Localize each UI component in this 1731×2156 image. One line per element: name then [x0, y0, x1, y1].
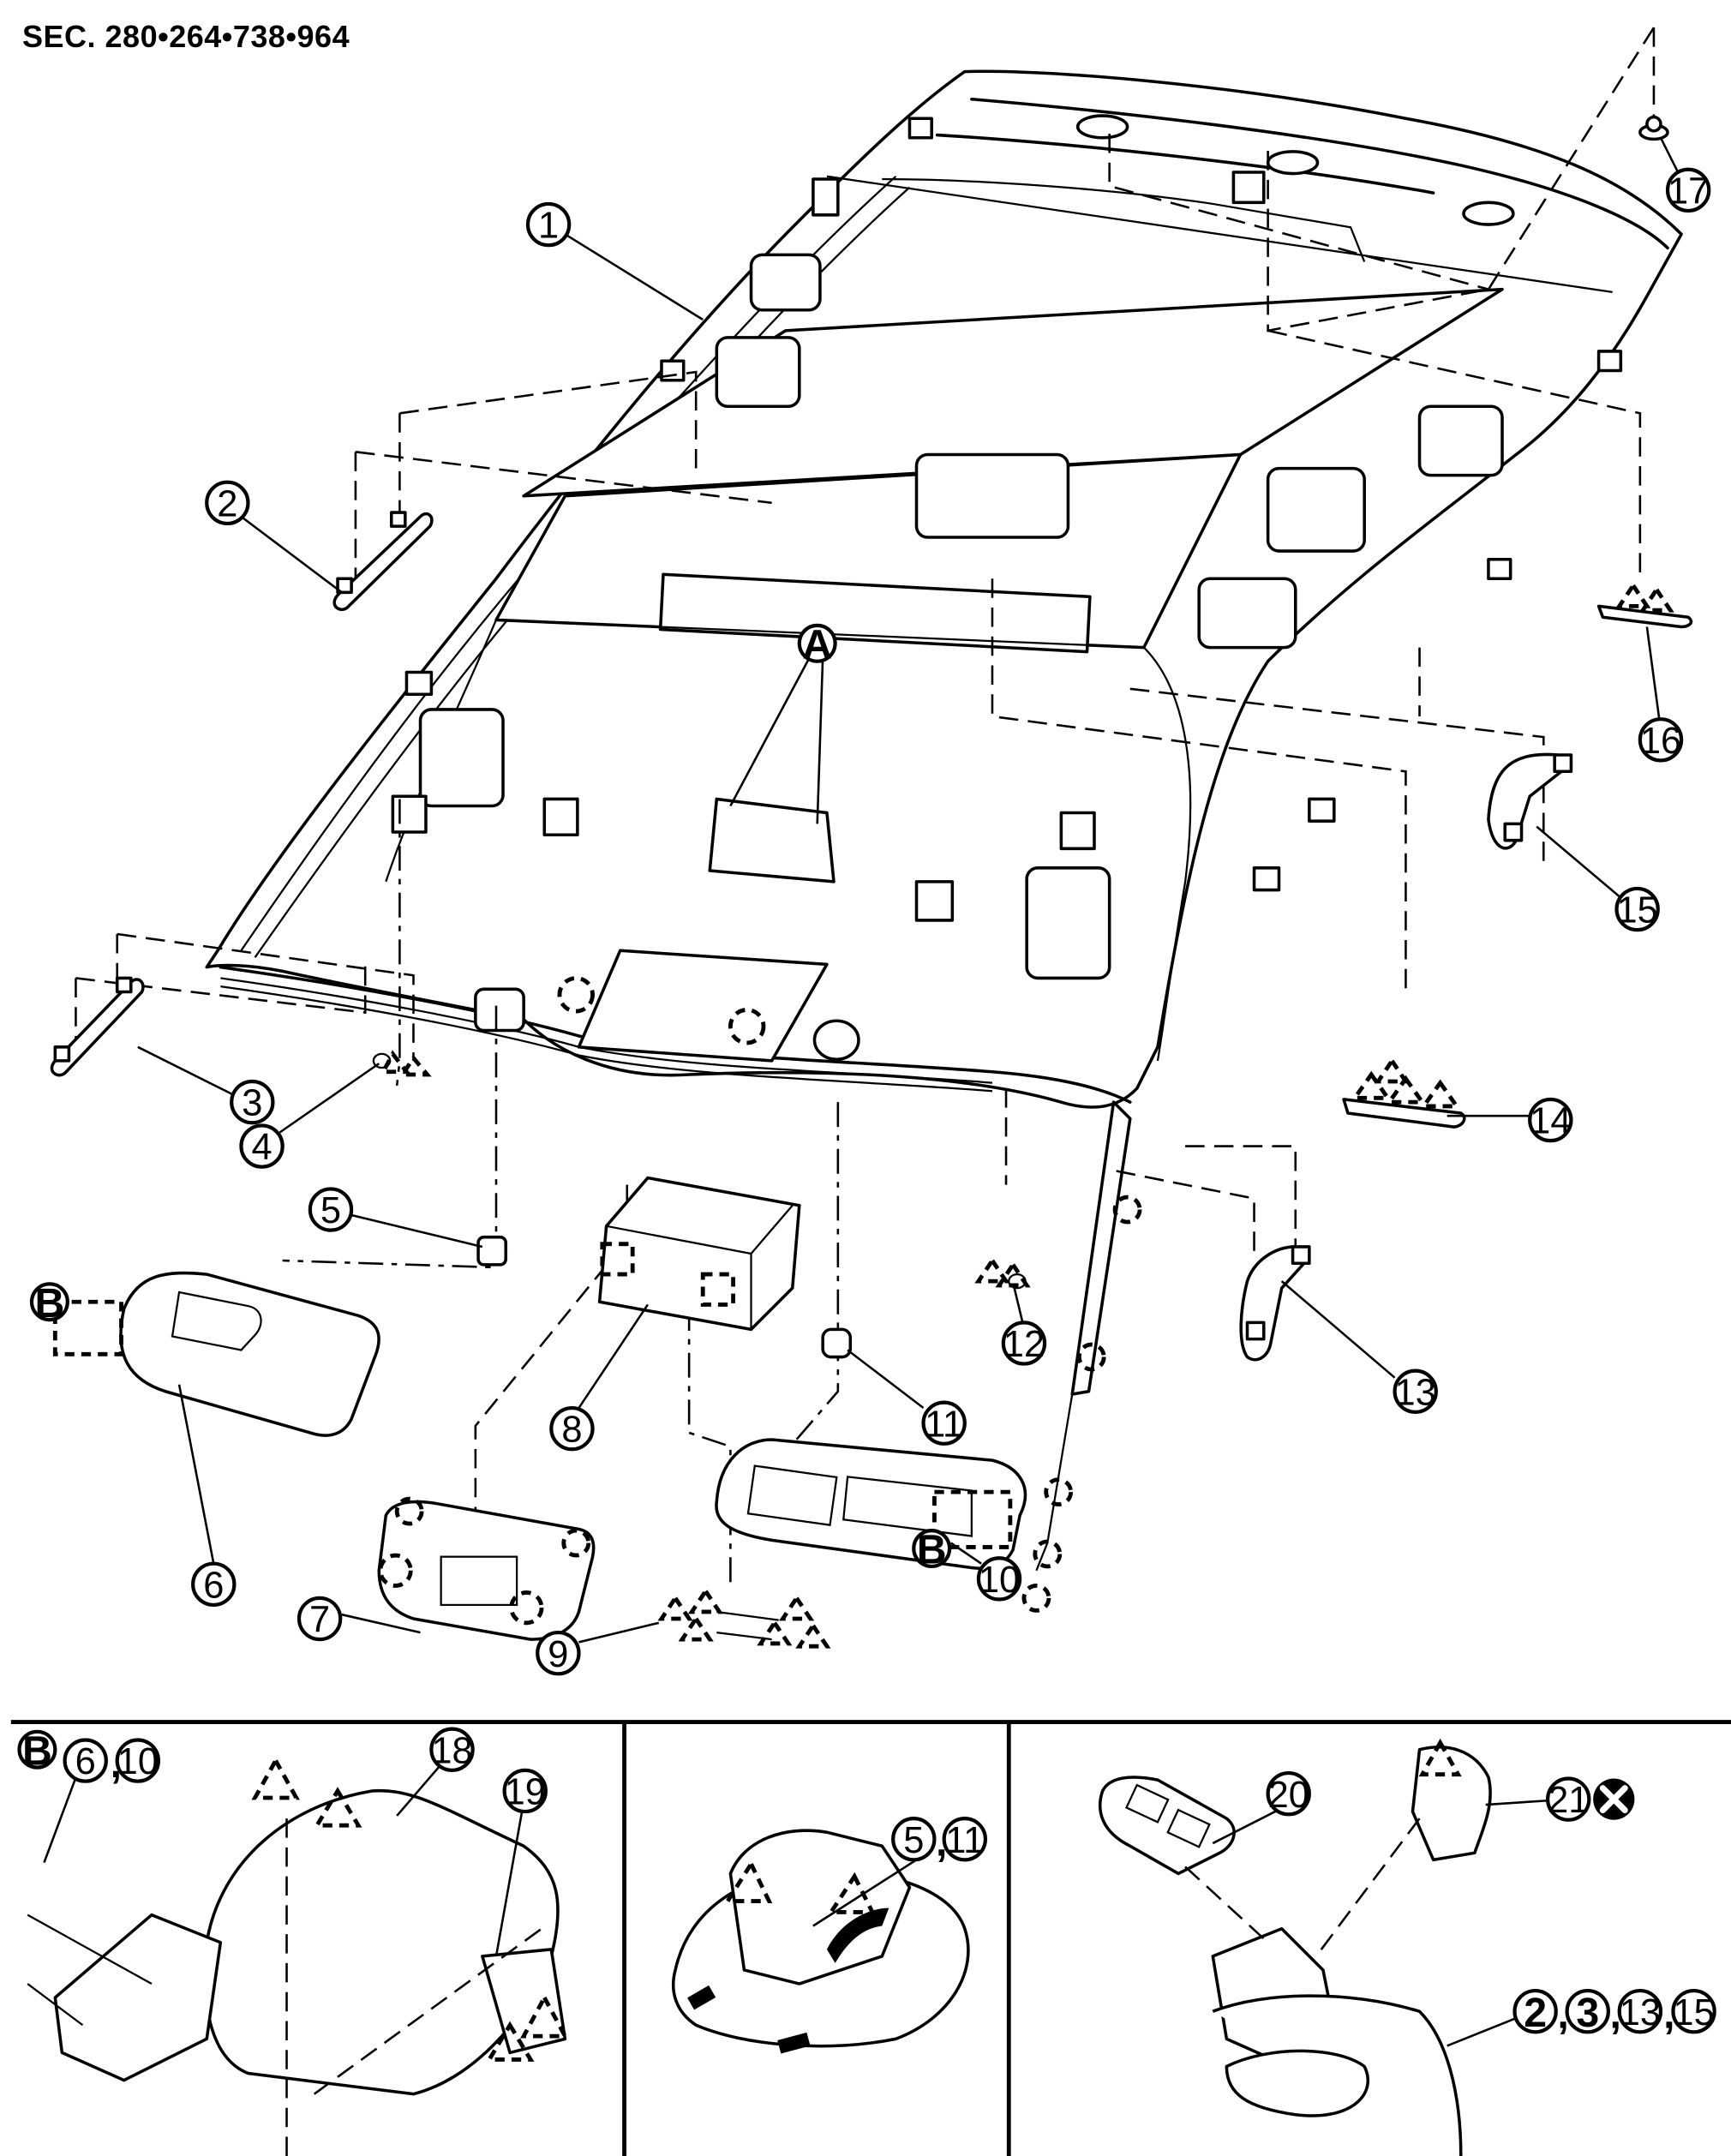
panel-3-callout-20: 20 [1266, 1770, 1311, 1817]
callout-label: 17 [1668, 171, 1709, 212]
svg-text:,: , [1663, 1991, 1674, 2037]
callout-9: 9 [536, 1630, 581, 1676]
callout-7: 7 [296, 1596, 343, 1642]
callout-label: 16 [1640, 721, 1681, 762]
panel-3-callout-3: 3 [1565, 1988, 1610, 2036]
svg-text:6: 6 [75, 1741, 96, 1782]
svg-text:13: 13 [1620, 1992, 1661, 2033]
mount-blocks [391, 117, 1623, 980]
svg-text:,: , [1557, 1991, 1568, 2037]
callout-label: 15 [1616, 890, 1657, 931]
clips-9 [657, 1587, 831, 1649]
callout-label: 14 [1530, 1101, 1571, 1142]
svg-text:21: 21 [1548, 1780, 1589, 1821]
ref-mark-b-right: B [912, 1527, 952, 1573]
detail-panel-assist-grip: 20 21 2 , 3 , 13 , 15 [1099, 1738, 1716, 2156]
sun-visor-10 [715, 1438, 1027, 1570]
ref-mark-b-left: B [29, 1280, 69, 1327]
svg-text:B: B [34, 1280, 64, 1327]
callout-17: 17 [1665, 167, 1711, 213]
callout-label: 11 [925, 1404, 963, 1445]
svg-text:3: 3 [1576, 1990, 1599, 2036]
map-lamp-7 [377, 1496, 596, 1641]
callout-1: 1 [525, 201, 572, 248]
panel-b-callout-10: 10 [115, 1738, 161, 1783]
clip-12 [974, 1256, 1031, 1290]
detail-panel-visor-holder: 5 , 11 [671, 1817, 988, 2054]
callout-16: 16 [1638, 717, 1684, 763]
svg-text:19: 19 [505, 1772, 546, 1813]
callout-label: 4 [252, 1127, 273, 1168]
sun-visor-6 [52, 1271, 380, 1437]
callout-15: 15 [1614, 886, 1660, 932]
small-parts [50, 115, 1693, 1649]
clip-17 [1638, 115, 1669, 141]
callout-11: 11 [921, 1400, 967, 1446]
panel-2-callout-11: 11 [942, 1817, 988, 1862]
assist-grip-13 [1239, 1245, 1311, 1362]
svg-text:15: 15 [1673, 1992, 1714, 2033]
callout-label: 9 [548, 1634, 568, 1675]
headlining-body [205, 69, 1683, 1613]
callout-13: 13 [1393, 1368, 1438, 1414]
section-code-title: SEC. 280•264•738•964 [22, 19, 350, 54]
callout-label: 3 [242, 1083, 262, 1124]
callout-label: 1 [538, 206, 559, 247]
svg-text:B: B [917, 1527, 947, 1573]
callout-label: 10 [979, 1560, 1020, 1601]
callout-2: 2 [205, 480, 250, 526]
svg-text:18: 18 [431, 1730, 472, 1771]
svg-text:2: 2 [1524, 1990, 1547, 2036]
callout-label: 13 [1395, 1372, 1436, 1413]
callout-4: 4 [239, 1123, 285, 1169]
callout-label: 6 [203, 1565, 224, 1606]
panel-3-callout-13: 13 [1617, 1988, 1663, 2034]
callout-label: 12 [1003, 1324, 1045, 1365]
callout-label: 5 [320, 1190, 341, 1231]
clip-4 [372, 1050, 432, 1077]
callout-14: 14 [1528, 1097, 1573, 1143]
svg-text:,: , [1609, 1991, 1620, 2037]
panel-3-callout-15: 15 [1671, 1988, 1716, 2034]
callout-12: 12 [1001, 1321, 1047, 1366]
panel-b-ref-mark: B [17, 1728, 57, 1774]
svg-text:5: 5 [903, 1820, 924, 1861]
clip-16 [1596, 581, 1693, 629]
panel-3-callout-21: 21 [1546, 1776, 1591, 1822]
svg-text:11: 11 [945, 1820, 984, 1861]
callout-leaders [137, 137, 1686, 1644]
callout-8: 8 [549, 1405, 595, 1452]
sun-visor-holder-11 [821, 1327, 853, 1359]
panel-b-callout-18: 18 [429, 1727, 475, 1772]
panel-3-callout-2: 2 [1512, 1988, 1558, 2036]
x-circle-icon [1593, 1778, 1635, 1820]
callout-label: 2 [217, 483, 237, 524]
assist-grip-15 [1487, 752, 1573, 850]
detail-panel-b: B 6 , 10 18 19 [17, 1727, 569, 2156]
callout-label: 7 [309, 1600, 330, 1641]
callout-10: 10 [976, 1556, 1022, 1602]
callout-6: 6 [191, 1561, 237, 1608]
callout-5: 5 [308, 1187, 354, 1232]
panel-b-callout-6: 6 [63, 1738, 108, 1783]
room-lamp-8 [597, 1176, 801, 1332]
svg-text:10: 10 [117, 1741, 159, 1782]
clips-14 [1342, 1057, 1466, 1129]
ref-mark-a: A [797, 621, 837, 668]
assist-grip-2 [332, 511, 434, 612]
svg-text:B: B [22, 1728, 52, 1774]
sun-visor-holder-5 [476, 1235, 508, 1267]
callout-label: 8 [561, 1410, 582, 1451]
panel-b-callout-19: 19 [502, 1768, 548, 1814]
assist-grip-3 [50, 976, 145, 1077]
panel-2-callout-5: 5 [891, 1817, 937, 1862]
svg-text:20: 20 [1268, 1775, 1309, 1816]
callout-3: 3 [230, 1079, 275, 1125]
svg-text:A: A [802, 621, 832, 668]
